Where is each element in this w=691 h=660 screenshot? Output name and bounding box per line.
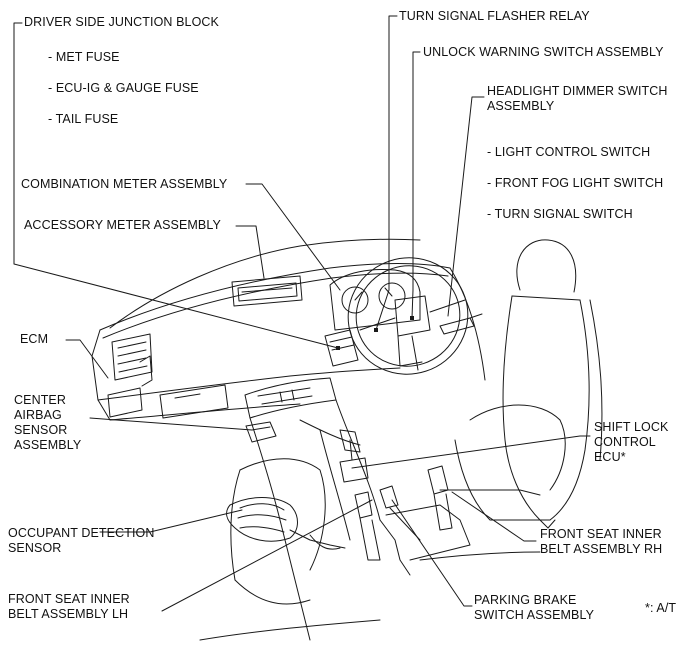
- label-center-airbag-sensor: CENTER AIRBAG SENSOR ASSEMBLY: [14, 393, 82, 452]
- label-ecu-ig-gauge-fuse: - ECU-IG & GAUGE FUSE: [48, 81, 199, 95]
- label-parking-brake-switch: PARKING BRAKE SWITCH ASSEMBLY: [474, 593, 595, 622]
- label-tail-fuse: - TAIL FUSE: [48, 112, 119, 126]
- label-turn-signal-switch: - TURN SIGNAL SWITCH: [487, 207, 633, 221]
- label-front-seat-inner-belt-rh: FRONT SEAT INNER BELT ASSEMBLY RH: [540, 527, 663, 556]
- label-occupant-detection-sensor: OCCUPANT DETECTION SENSOR: [8, 526, 155, 555]
- label-light-control-switch: - LIGHT CONTROL SWITCH: [487, 145, 651, 159]
- label-combination-meter: COMBINATION METER ASSEMBLY: [21, 177, 228, 191]
- label-front-fog-light-switch: - FRONT FOG LIGHT SWITCH: [487, 176, 664, 190]
- label-met-fuse: - MET FUSE: [48, 50, 120, 64]
- label-front-seat-inner-belt-lh: FRONT SEAT INNER BELT ASSEMBLY LH: [8, 592, 130, 621]
- leader-ends: [336, 316, 414, 350]
- leader-lines: [13, 15, 591, 612]
- label-headlight-dimmer-switch: HEADLIGHT DIMMER SWITCH ASSEMBLY: [487, 84, 668, 113]
- vehicle-interior-illustration: [91, 238, 603, 641]
- label-accessory-meter: ACCESSORY METER ASSEMBLY: [24, 218, 221, 232]
- label-driver-side-junction-block: DRIVER SIDE JUNCTION BLOCK: [24, 15, 219, 29]
- label-unlock-warning-switch: UNLOCK WARNING SWITCH ASSEMBLY: [423, 45, 664, 59]
- label-ecm: ECM: [20, 332, 49, 346]
- label-turn-signal-flasher-relay: TURN SIGNAL FLASHER RELAY: [399, 9, 590, 23]
- label-footnote: *: A/T: [645, 601, 677, 615]
- label-shift-lock-control-ecu: SHIFT LOCK CONTROL ECU*: [594, 420, 669, 464]
